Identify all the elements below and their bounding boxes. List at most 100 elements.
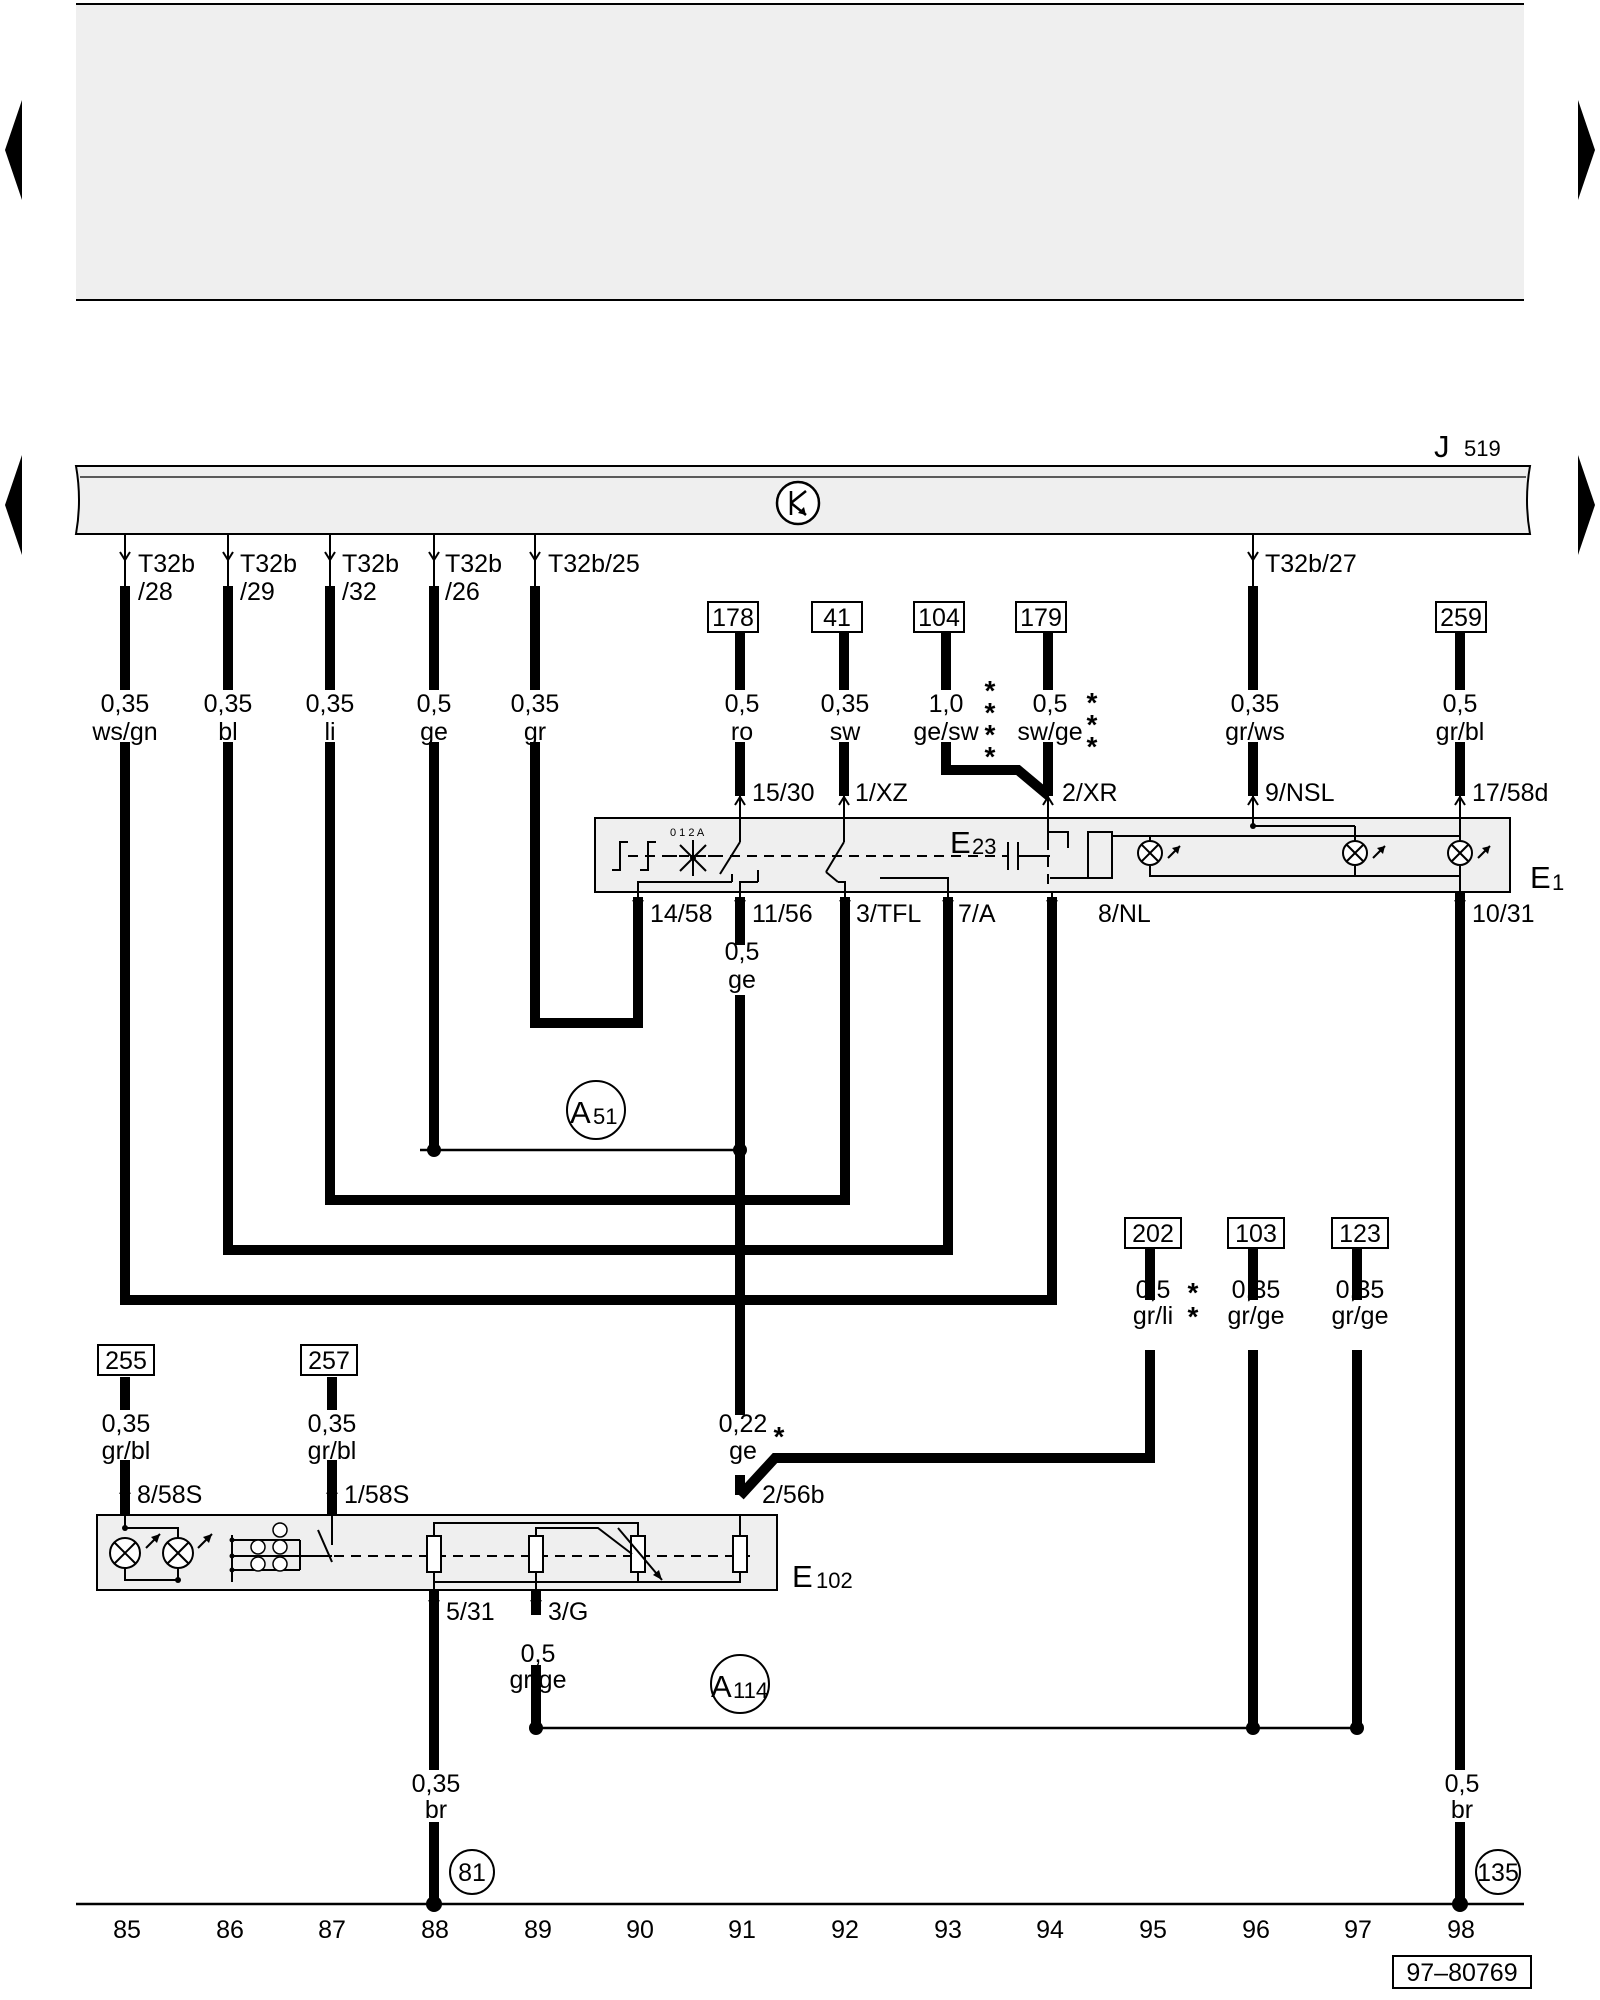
lamp-icon	[1137, 840, 1181, 866]
note-asterisk-104: *	[985, 675, 996, 706]
col-88: 88	[421, 1916, 449, 1944]
ref-259[interactable]: 259	[1440, 604, 1482, 632]
a51-letter: A	[570, 1095, 591, 1130]
col-90: 90	[626, 1916, 654, 1944]
column-numbers: 85 86 87 88 89 90 91 92 93 94 95 96 97 9…	[113, 1916, 1475, 1944]
j519-number: 519	[1464, 436, 1501, 461]
ref-255[interactable]: 255	[105, 1347, 147, 1375]
wire-85-size: 0,35	[101, 690, 150, 718]
col-87: 87	[318, 1916, 346, 1944]
e1-pin-14-58: 14/58	[650, 900, 713, 928]
lamp-cluster-icon	[229, 1522, 332, 1582]
headlight-range-control-e102[interactable]	[96, 1514, 778, 1591]
e102-pin-1-58s: 1/58S	[344, 1481, 409, 1509]
e102-pin-5-31: 5/31	[446, 1598, 495, 1626]
ground-ref-81[interactable]: 81	[449, 1849, 495, 1895]
next-page-icon[interactable]	[1578, 100, 1595, 200]
ref-123[interactable]: 123	[1339, 1220, 1381, 1248]
wire-gnd98-color: br	[1451, 1796, 1473, 1824]
wire-255-color: gr/bl	[102, 1437, 151, 1465]
note-asterisk-179b: *	[1087, 709, 1098, 740]
e1-pin-9-nsl: 9/NSL	[1265, 779, 1335, 807]
note-asterisk-202: *	[1188, 1277, 1199, 1308]
col-85: 85	[113, 1916, 141, 1944]
connector-t32b-29-pin: /29	[240, 578, 275, 606]
col-91: 91	[728, 1916, 756, 1944]
ref-104[interactable]: 104	[918, 604, 960, 632]
wire-88-color: ge	[420, 718, 448, 746]
wire-gnd88-color: br	[425, 1796, 447, 1824]
electronic-component-icon	[775, 480, 821, 526]
connector-t32b-26: T32b	[445, 550, 502, 578]
connector-t32b-26-pin: /26	[445, 578, 480, 606]
prev-page-icon[interactable]	[5, 100, 22, 200]
ref-257[interactable]: 257	[308, 1347, 350, 1375]
wire-123-size: 0,35	[1336, 1276, 1385, 1304]
wire-257-size: 0,35	[308, 1410, 357, 1438]
lamp-icon	[162, 1533, 213, 1569]
e1-pin-7-a: 7/A	[958, 900, 996, 928]
ref-103[interactable]: 103	[1235, 1220, 1277, 1248]
wire-259-color: gr/bl	[1436, 718, 1485, 746]
a114-number: 114	[733, 1678, 768, 1703]
e102-number: 102	[816, 1568, 853, 1593]
wire-178-size: 0,5	[725, 690, 760, 718]
prev-page-icon-2[interactable]	[5, 455, 22, 555]
connector-t32b-25: T32b/25	[548, 550, 640, 578]
connector-t32b-28: T32b	[138, 550, 195, 578]
wire-87-color: li	[324, 718, 335, 746]
col-95: 95	[1139, 1916, 1167, 1944]
wire-g-color: gr/ge	[510, 1666, 567, 1694]
col-86: 86	[216, 1916, 244, 1944]
wire-123-color: gr/ge	[1332, 1302, 1389, 1330]
connector-t32b-32-pin: /32	[342, 578, 377, 606]
wire-86-color: bl	[218, 718, 237, 746]
lamp-icon	[1342, 840, 1386, 866]
e1-label: E	[1530, 860, 1551, 895]
e1-pin-11-56: 11/56	[752, 900, 813, 928]
light-switch-e1[interactable]: 0 1 2 A E 23	[594, 817, 1511, 893]
a51-number: 51	[593, 1104, 617, 1129]
ground-ref-135[interactable]: 135	[1475, 1849, 1521, 1895]
junction-a114[interactable]: A 114	[710, 1654, 770, 1714]
ref-41[interactable]: 41	[823, 604, 851, 632]
wire-e102-in-color: ge	[729, 1437, 757, 1465]
wire-41-color: sw	[830, 718, 862, 746]
wire-gnd88-size: 0,35	[412, 1770, 461, 1798]
e1-pin-10-31: 10/31	[1472, 900, 1535, 928]
resistor-icon	[528, 1535, 544, 1573]
e1-pin-3-tfl: 3/TFL	[856, 900, 921, 928]
wire-86-size: 0,35	[204, 690, 253, 718]
a114-letter: A	[711, 1669, 732, 1704]
ref-179[interactable]: 179	[1020, 604, 1062, 632]
e102-pin-3-g: 3/G	[548, 1598, 588, 1626]
wire-104-color: ge/sw	[913, 718, 979, 746]
ref-178[interactable]: 178	[712, 604, 754, 632]
wire-88-size: 0,5	[417, 690, 452, 718]
wire-85-color: ws/gn	[91, 718, 157, 746]
e1-pin-17-58d: 17/58d	[1472, 779, 1548, 807]
figure-id-box: 97–80769	[1392, 1955, 1532, 1989]
reference-boxes-mid	[1124, 1217, 1389, 1262]
j519-label: J	[1434, 429, 1450, 464]
lamp-icon	[1447, 840, 1491, 866]
top-panel	[76, 3, 1524, 300]
figure-id: 97–80769	[1406, 1959, 1517, 1987]
e1-number: 1	[1552, 870, 1564, 895]
connector-t32b-27: T32b/27	[1265, 550, 1357, 578]
wire-41-size: 0,35	[821, 690, 870, 718]
ref-202[interactable]: 202	[1132, 1220, 1174, 1248]
e1-pin-1-xz: 1/XZ	[855, 779, 908, 807]
wire-103-size: 0,35	[1232, 1276, 1281, 1304]
junction-a51[interactable]: A 51	[566, 1080, 626, 1140]
e1-pin-15-30: 15/30	[752, 779, 815, 807]
e1-pin-8-nl: 8/NL	[1098, 900, 1151, 928]
note-asterisk-179: *	[1087, 687, 1098, 718]
junction-lines	[420, 1143, 1364, 1735]
wire-202-size: 0,5	[1136, 1276, 1171, 1304]
note-asterisk-104d: *	[985, 741, 996, 772]
wire-103-color: gr/ge	[1228, 1302, 1285, 1330]
e102-label: E	[792, 1559, 813, 1594]
next-page-icon-2[interactable]	[1578, 455, 1595, 555]
